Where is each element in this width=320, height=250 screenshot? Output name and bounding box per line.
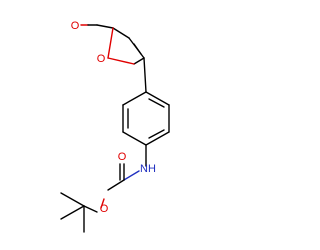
benzene-ring	[122, 91, 170, 146]
aldehyde-oxygen-label: O	[71, 20, 80, 32]
aldehyde-group: O	[71, 20, 114, 32]
amide-nitrogen-label: NH	[140, 163, 156, 175]
ester-oxygen-label: O	[100, 203, 109, 215]
carbonyl-oxygen-label: O	[118, 151, 127, 163]
tert-butyl-group	[60, 192, 98, 233]
furan-benzene-bond	[143, 57, 147, 93]
furan-ring: O	[97, 27, 145, 65]
carbamate-group: O O	[100, 151, 140, 215]
molecule-structure: O O NH O O	[60, 20, 170, 233]
furan-oxygen-label: O	[97, 53, 106, 65]
